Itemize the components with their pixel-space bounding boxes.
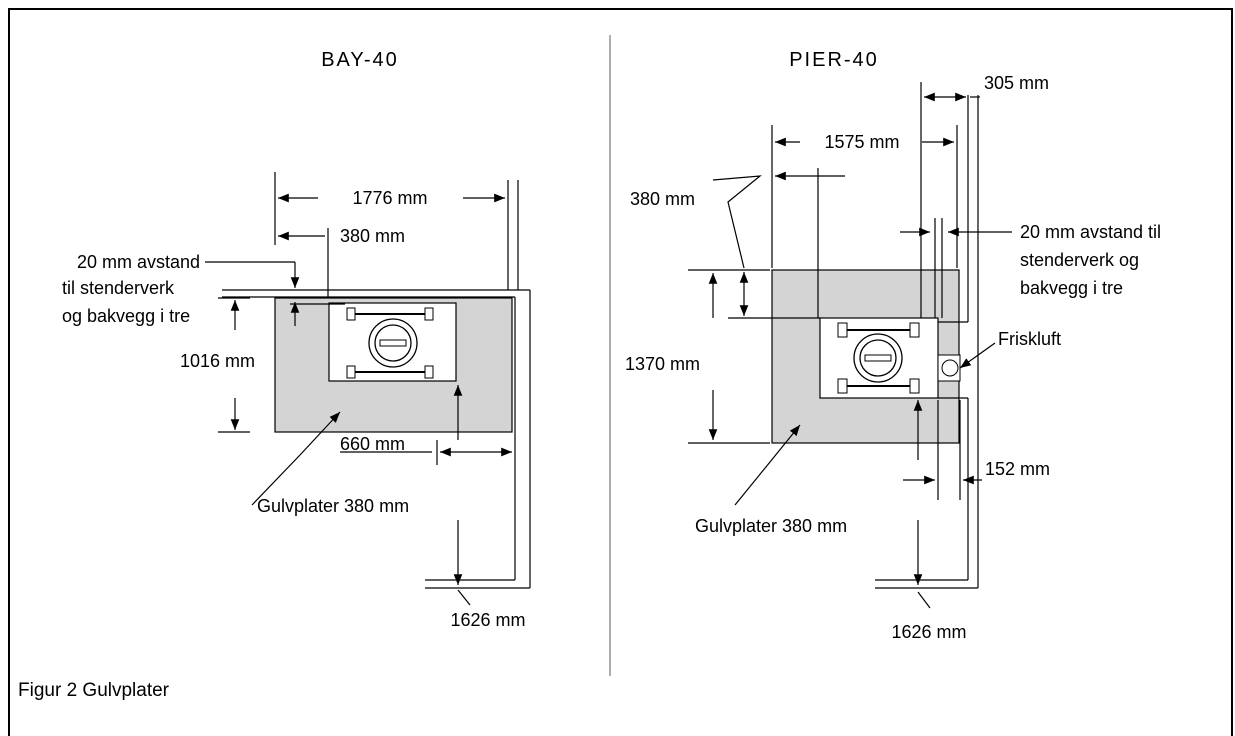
pier-dimension-lines (688, 82, 1012, 609)
bay-dim-front: 1626 mm (450, 610, 525, 630)
pier-dim-front: 1626 mm (891, 622, 966, 642)
pier-clearance-line2: stenderverk og (1020, 250, 1139, 270)
pier-dim-depth: 1370 mm (625, 354, 700, 374)
bay-dim-width: 1776 mm (352, 188, 427, 208)
pier-dim-side: 152 mm (985, 459, 1050, 479)
pier-dim-top: 305 mm (984, 73, 1049, 93)
bay-clearance-line3: og bakvegg i tre (62, 306, 190, 326)
figure-caption: Figur 2 Gulvplater (18, 680, 170, 701)
bay-clearance-line1: 20 mm avstand (77, 252, 200, 272)
bay-dim-depth: 1016 mm (180, 351, 255, 371)
figure-frame (8, 8, 1233, 736)
pier-fresh-air: Friskluft (998, 329, 1061, 349)
pier-walls (875, 95, 979, 589)
bay-dimension-lines (205, 172, 512, 606)
bay-dim-side: 660 mm (340, 434, 405, 454)
bay-clearance-line2: til stenderverk (62, 278, 175, 298)
bay-floorplate-label: Gulvplater 380 mm (257, 496, 409, 516)
pier-clearance-line3: bakvegg i tre (1020, 278, 1123, 298)
bay-title: BAY-40 (321, 49, 399, 71)
bay-dim-offset: 380 mm (340, 226, 405, 246)
pier-title: PIER-40 (789, 49, 879, 71)
pier-dim-offset: 380 mm (630, 189, 695, 209)
pier-stove (819, 317, 961, 399)
bay-walls (222, 180, 531, 589)
pier-clearance-line1: 20 mm avstand til (1020, 222, 1161, 242)
bay-stove (328, 302, 457, 382)
pier-floorplate-label: Gulvplater 380 mm (695, 516, 847, 536)
pier-dim-width: 1575 mm (824, 132, 899, 152)
